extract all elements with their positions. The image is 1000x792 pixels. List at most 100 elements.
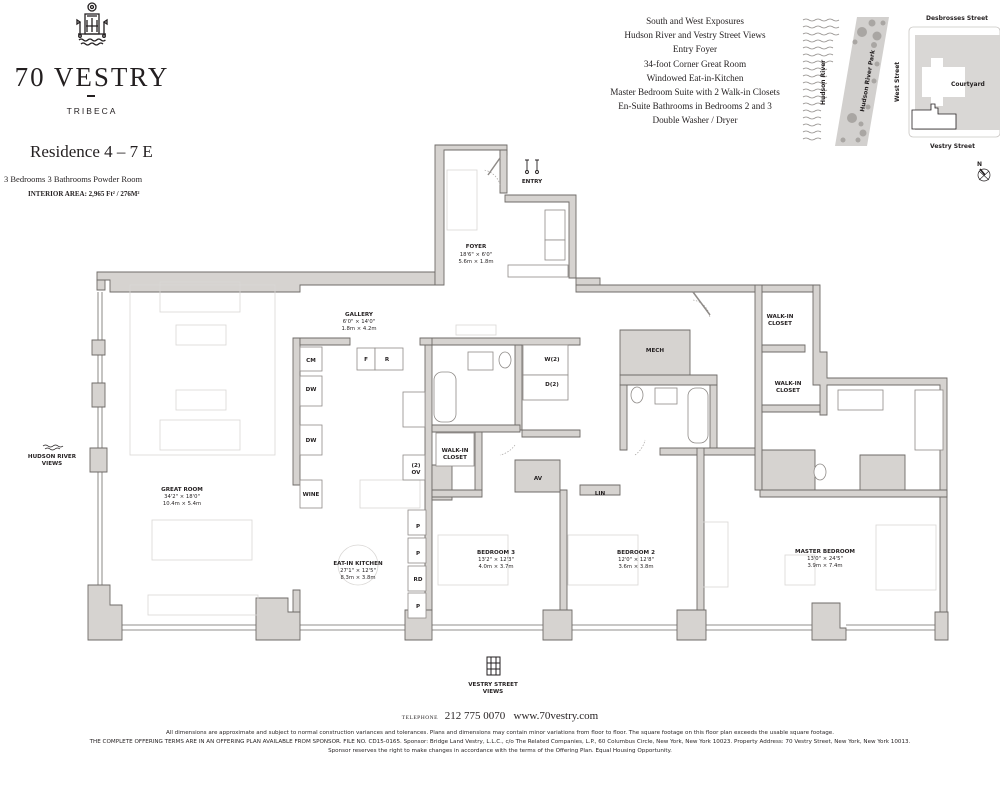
svg-text:12'0" × 12'8": 12'0" × 12'8" [618,557,654,563]
svg-text:OV: OV [412,470,422,476]
svg-text:34'2" × 18'0": 34'2" × 18'0" [164,494,200,500]
bath-fixtures [433,209,944,481]
legal-line: THE COMPLETE OFFERING TERMS ARE IN AN OF… [89,739,911,745]
feature-item: Master Bedroom Suite with 2 Walk-in Clos… [610,87,780,98]
residence-rooms-summary: 3 Bedrooms 3 Bathrooms Powder Room [4,174,143,184]
west-street-label: West Street [894,62,901,102]
vestry-street-label: Vestry Street [930,143,975,150]
legal-disclaimer: All dimensions are approximate and subje… [0,729,1000,756]
river-waves-icon [802,18,840,141]
room-great-room[interactable]: GREAT ROOM 34'2" × 18'0" 10.4m × 5.4m [161,487,203,507]
feature-item: Entry Foyer [672,44,718,55]
feature-item: Hudson River and Vestry Street Views [624,30,766,41]
window-lines [97,292,935,631]
svg-text:P: P [416,524,420,530]
feature-item: South and West Exposures [646,16,744,26]
feature-item: 34-foot Corner Great Room [643,58,747,69]
svg-text:AV: AV [534,476,543,482]
svg-text:WALK-IN: WALK-IN [775,381,802,387]
svg-text:1.8m × 4.2m: 1.8m × 4.2m [342,326,377,332]
room-gallery[interactable]: GALLERY 6'0" × 14'0" 1.8m × 4.2m [342,312,377,332]
room-bedroom-3[interactable]: BEDROOM 3 13'2" × 12'3" 4.0m × 3.7m [477,550,515,570]
svg-text:W(2): W(2) [544,357,560,363]
svg-text:GREAT ROOM: GREAT ROOM [161,487,203,493]
entry-key-icon [525,159,539,174]
water-waves-icon [42,444,64,451]
residence-interior-area: INTERIOR AREA: 2,965 Ft² / 276M² [28,190,140,198]
svg-text:5.6m × 1.8m: 5.6m × 1.8m [459,259,494,265]
telephone-label: TELEPHONE [401,715,439,721]
hudson-views-line2: VIEWS [42,461,62,467]
interior-walls [292,284,948,613]
svg-text:MASTER BEDROOM: MASTER BEDROOM [795,549,855,555]
contact-line: TELEPHONE 212 775 0070 www.70vestry.com [0,710,1000,722]
vestry-views-line2: VIEWS [483,689,503,695]
svg-text:WALK-IN: WALK-IN [767,314,794,320]
kitchen-appliances [299,344,569,619]
svg-text:6'0" × 14'0": 6'0" × 14'0" [343,319,375,325]
svg-text:DW: DW [306,387,317,393]
feature-item: En-Suite Bathrooms in Bedrooms 2 and 3 [618,101,772,112]
compass-north-icon: N [977,161,991,182]
building-facade-icon [486,656,501,676]
door-swings [483,157,711,456]
small-room-labels: WALK-IN CLOSET WALK-IN CLOSET WALK-IN CL… [303,314,802,610]
svg-text:3.9m × 7.4m: 3.9m × 7.4m [808,563,843,569]
svg-text:DW: DW [306,438,317,444]
svg-text:P: P [416,604,420,610]
legal-line: All dimensions are approximate and subje… [165,730,835,736]
feature-list: South and West Exposures Hudson River an… [590,14,800,128]
svg-text:CLOSET: CLOSET [768,321,792,327]
tree-icons [840,19,886,143]
website-link[interactable]: www.70vestry.com [513,710,599,722]
svg-text:D(2): D(2) [545,382,559,388]
desbrosses-street-label: Desbrosses Street [926,15,988,22]
svg-text:3.6m × 3.8m: 3.6m × 3.8m [619,564,654,570]
building-crest-icon [72,0,112,52]
walkin-closet-bedroom3 [435,432,475,467]
svg-text:GALLERY: GALLERY [345,312,374,318]
svg-text:BEDROOM 2: BEDROOM 2 [617,550,655,556]
residence-title: Residence 4 – 7 E [30,142,153,161]
room-eat-in-kitchen[interactable]: EAT-IN KITCHEN 27'1" × 12'5" 8.3m × 3.8m [333,561,383,581]
svg-text:CLOSET: CLOSET [776,388,800,394]
svg-text:18'6" × 6'0": 18'6" × 6'0" [460,252,492,258]
vestry-views-line1: VESTRY STREET [468,682,518,688]
svg-text:P: P [416,551,420,557]
feature-item: Windowed Eat-in-Kitchen [646,72,744,83]
svg-text:WALK-IN: WALK-IN [442,448,469,454]
svg-text:13'0" × 24'5": 13'0" × 24'5" [807,556,843,562]
svg-text:13'2" × 12'3": 13'2" × 12'3" [478,557,514,563]
block-outline [908,26,1000,138]
svg-text:4.0m × 3.7m: 4.0m × 3.7m [479,564,514,570]
svg-text:RD: RD [414,577,423,583]
svg-text:MECH: MECH [646,348,664,354]
river-label: Hudson River [820,60,827,105]
svg-text:R: R [385,357,390,363]
furniture [129,169,937,616]
svg-text:BEDROOM 3: BEDROOM 3 [477,550,515,556]
courtyard [922,58,965,106]
room-bedroom-2[interactable]: BEDROOM 2 12'0" × 12'8" 3.6m × 3.8m [617,550,655,570]
room-foyer[interactable]: FOYER 18'6" × 6'0" 5.6m × 1.8m [459,244,494,265]
building-footprint [911,103,957,130]
hudson-views-line1: HUDSON RIVER [28,454,77,460]
brand-subtitle: TRIBECA [66,106,118,116]
brand-divider [87,95,95,97]
room-master-bedroom[interactable]: MASTER BEDROOM 13'0" × 24'5" 3.9m × 7.4m [795,549,855,569]
svg-text:CLOSET: CLOSET [443,455,467,461]
park-strip [835,17,889,146]
svg-text:(2): (2) [411,463,420,469]
svg-text:27'1" × 12'5": 27'1" × 12'5" [340,568,376,574]
svg-text:EAT-IN KITCHEN: EAT-IN KITCHEN [333,561,383,567]
svg-text:8.3m × 3.8m: 8.3m × 3.8m [341,575,376,581]
svg-text:10.4m × 5.4m: 10.4m × 5.4m [163,501,201,507]
telephone-number[interactable]: 212 775 0070 [444,710,506,722]
svg-text:N: N [977,161,982,168]
courtyard-label: Courtyard [951,81,985,88]
svg-text:CM: CM [306,358,316,364]
svg-text:WINE: WINE [303,492,320,498]
svg-text:F: F [364,357,368,363]
legal-line: Sponsor reserves the right to make chang… [328,748,672,754]
site-location-map: Hudson River Hudson River Park West Stre… [795,0,1000,190]
